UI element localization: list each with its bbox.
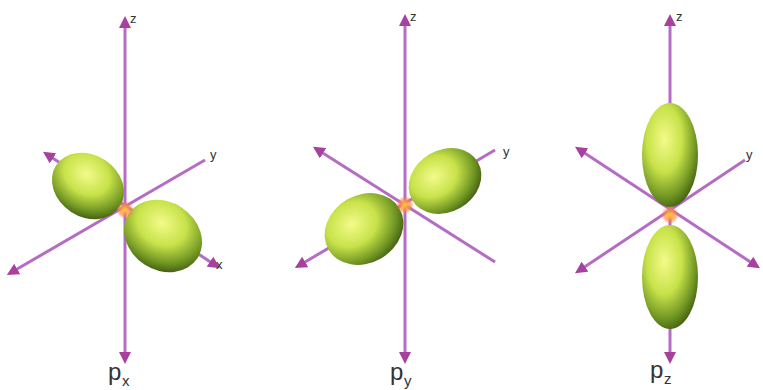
axis-label: z [410,10,417,23]
orbital-subscript: x [122,373,130,388]
axis-label: z [676,10,683,23]
orbital-subscript: z [664,371,672,386]
axis-label: z [130,12,137,25]
orbital-name: p [650,358,663,382]
axis-label: x [216,258,223,271]
orbital-name: p [108,360,121,384]
axis-label: y [210,148,217,161]
orbital-subscript: y [404,373,412,388]
axis-label: y [746,148,753,161]
orbital-name: p [390,360,403,384]
axis-label: y [503,145,510,158]
